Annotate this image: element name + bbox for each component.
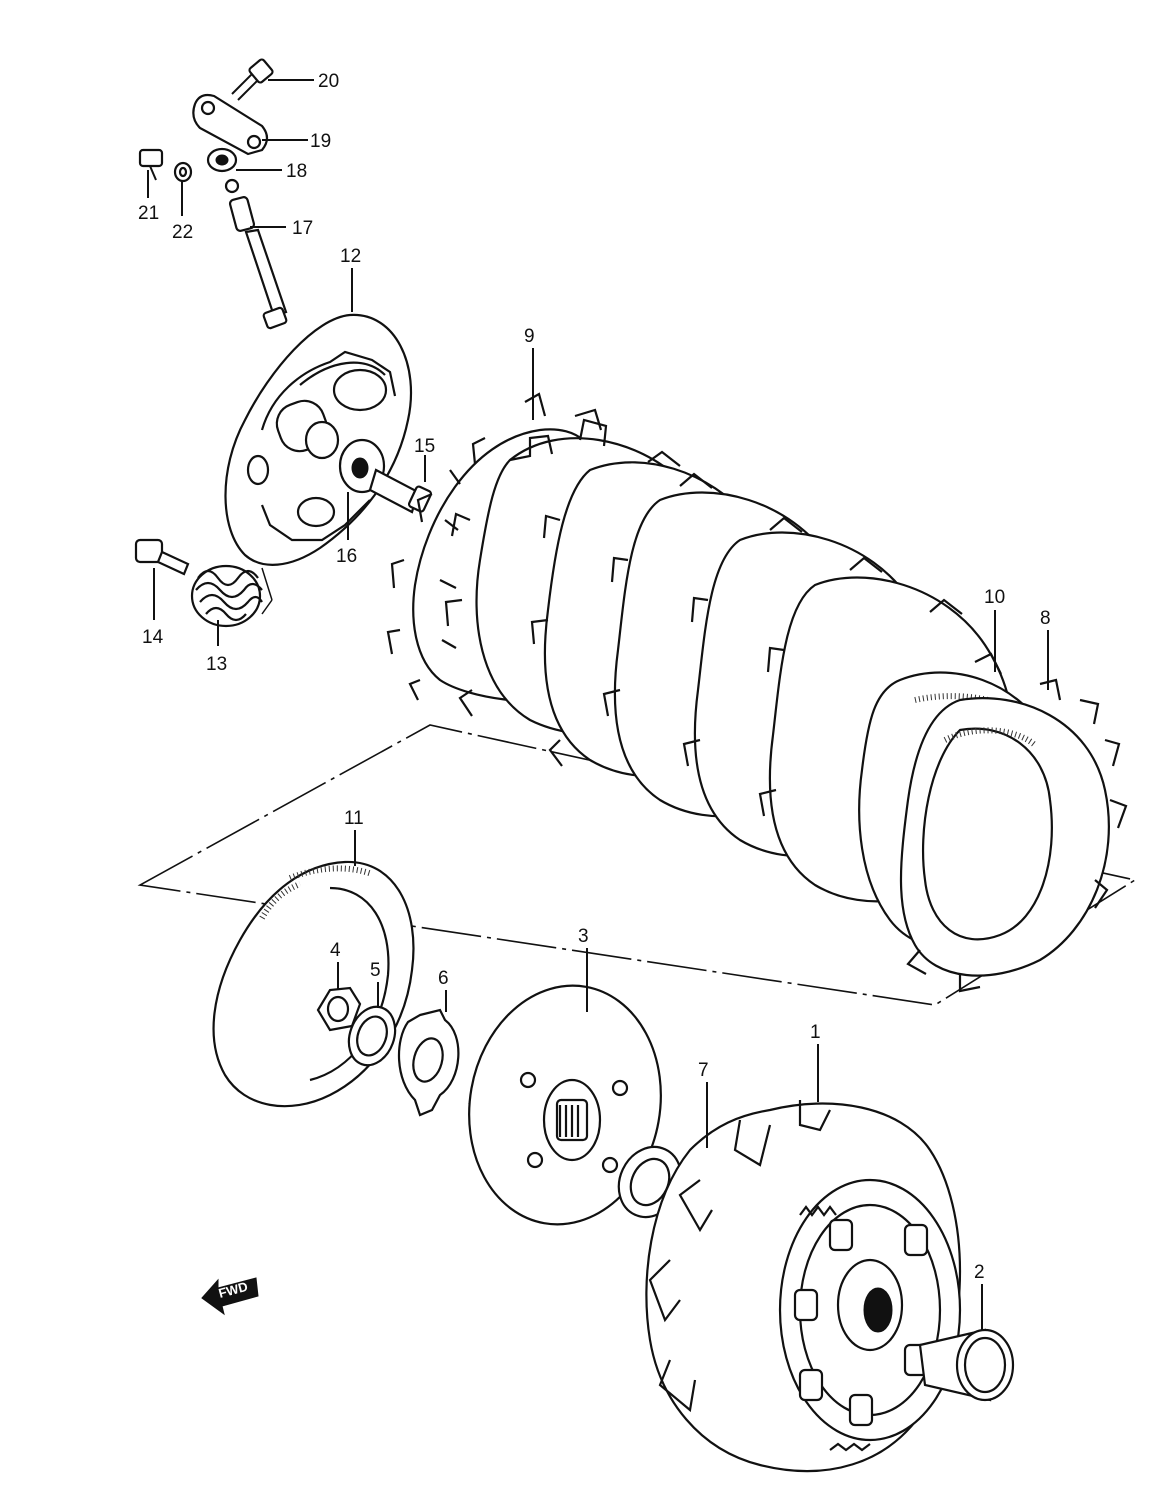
callout-17: 17 — [292, 218, 313, 239]
callout-14: 14 — [142, 627, 164, 648]
bolt-14 — [134, 538, 190, 576]
push-rod-15 — [368, 468, 433, 514]
callout-8: 8 — [1040, 608, 1051, 629]
release-shaft-17 — [224, 178, 288, 330]
callout-10: 10 — [984, 587, 1005, 608]
callout-19: 19 — [310, 131, 331, 152]
callout-1: 1 — [810, 1022, 821, 1043]
fwd-arrow-icon: FWD — [201, 1277, 259, 1316]
screw-20 — [231, 58, 274, 101]
fwd-label: FWD — [217, 1279, 249, 1301]
arm-plate-19 — [192, 93, 269, 156]
callout-3: 3 — [578, 926, 589, 947]
clutch-sleeve-hub-3 — [468, 984, 662, 1226]
callout-15: 15 — [414, 436, 435, 457]
plate-group-outline — [137, 724, 1138, 1006]
callout-6: 6 — [438, 968, 449, 989]
pressure-plate-12 — [224, 313, 413, 566]
nut-4 — [316, 986, 362, 1032]
callout-7: 7 — [698, 1060, 709, 1081]
washer-22 — [173, 161, 193, 183]
release-arm-assembly — [138, 58, 288, 330]
clutch-housing-1 — [645, 1100, 962, 1473]
callout-2: 2 — [974, 1262, 985, 1283]
callout-22: 22 — [172, 222, 193, 243]
callout-12: 12 — [340, 246, 361, 267]
friction-plate-11 — [212, 860, 415, 1108]
clutch-plate-stack — [386, 392, 1128, 993]
leader-lines — [147, 79, 1049, 1330]
callout-16: 16 — [336, 546, 357, 567]
callout-13: 13 — [206, 654, 227, 675]
callout-18: 18 — [286, 161, 307, 182]
nut-18 — [206, 147, 238, 173]
clutch-spring-13 — [190, 564, 273, 628]
callout-21: 21 — [138, 203, 159, 224]
washer-5 — [347, 1005, 397, 1067]
callout-5: 5 — [370, 960, 381, 981]
callout-9: 9 — [524, 326, 535, 347]
drive-plate-8 — [899, 678, 1128, 993]
callout-labels: 20 19 18 21 22 17 12 9 15 16 14 13 10 8 … — [138, 71, 1051, 1283]
lock-washer-6 — [397, 1008, 460, 1117]
callout-11: 11 — [344, 808, 364, 829]
bolt-21 — [138, 148, 164, 181]
spacer-2 — [918, 1328, 1015, 1402]
callout-4: 4 — [330, 940, 341, 961]
callout-20: 20 — [318, 71, 339, 92]
